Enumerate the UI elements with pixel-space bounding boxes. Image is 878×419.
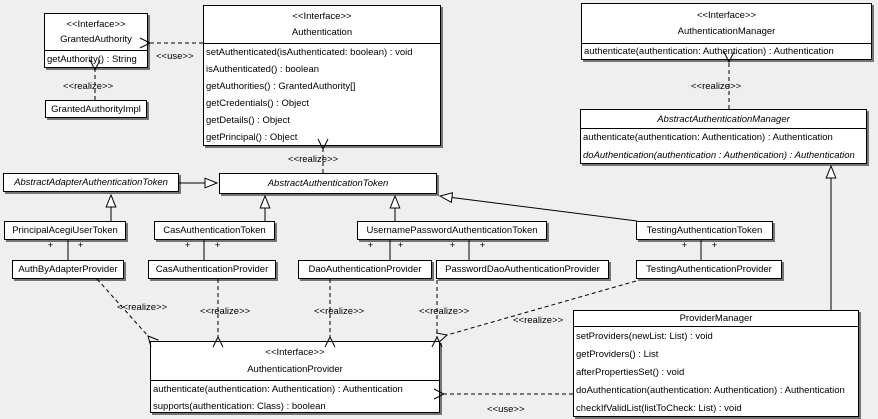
class-name: GrantedAuthorityImpl [51,103,141,115]
realize-label: <<realize>> [288,154,339,165]
class-title: <<Interface>> AuthenticationManager [582,4,871,43]
method-row: setAuthenticated(isAuthenticated: boolea… [206,47,413,58]
stereotype-label: <<Interface>> [696,9,757,21]
class-abstract-adapter-authentication-token: AbstractAdapterAuthenticationToken [3,173,179,192]
class-name: GrantedAuthority [60,34,132,46]
method-row: getAuthorities() : GrantedAuthority[] [206,81,356,92]
association-plus: + [449,240,456,251]
method-row: setProviders(newList: List) : void [576,331,713,342]
class-testing-authentication-provider: TestingAuthenticationProvider [636,260,782,279]
class-authentication-provider: <<Interface>> AuthenticationProvider aut… [150,341,440,413]
class-granted-authority: <<Interface>> GrantedAuthority getAuthor… [44,13,148,68]
class-abstract-authentication-token: AbstractAuthenticationToken [219,173,437,194]
association-plus: + [367,240,374,251]
class-name: UsernamePasswordAuthenticationToken [366,225,538,236]
realize-label: <<realize>> [513,315,564,326]
method-row: afterPropertiesSet() : void [576,367,685,378]
class-granted-authority-impl: GrantedAuthorityImpl [45,100,147,118]
realize-label: <<realize>> [419,306,470,317]
class-name: PasswordDaoAuthenticationProvider [445,264,600,275]
method-row-abstract: doAuthentication(authentication : Authen… [583,150,855,161]
method-row: isAuthenticated() : boolean [206,64,320,75]
class-name: TestingAuthenticationProvider [646,264,772,275]
method-row: doAuthentication(authentication: Authent… [576,385,845,396]
class-authentication-manager: <<Interface>> AuthenticationManager auth… [581,3,872,60]
use-label: <<use>> [487,404,525,415]
association-plus: + [681,240,688,251]
realize-label: <<realize>> [200,306,251,317]
association-plus: + [479,240,486,251]
realize-label: <<realize>> [117,302,168,313]
class-name: AuthByAdapterProvider [18,264,118,275]
association-plus: + [47,240,54,251]
class-authentication: <<Interface>> Authentication setAuthenti… [203,5,441,146]
class-name: AuthenticationProvider [247,363,343,375]
method-row: checkIfValidList(listToCheck: List) : vo… [576,403,742,414]
stereotype-label: <<Interface>> [265,347,325,359]
class-abstract-authentication-manager: AbstractAuthenticationManager authentica… [580,109,867,164]
method-row: getCredentials() : Object [206,98,309,109]
method-row: getProviders() : List [576,349,659,360]
class-dao-authentication-provider: DaoAuthenticationProvider [298,260,432,279]
class-provider-manager: ProviderManager setProviders(newList: Li… [573,310,859,417]
class-name: ProviderManager [679,313,753,324]
realize-label: <<realize>> [314,306,365,317]
class-cas-authentication-token: CasAuthenticationToken [154,221,275,240]
method-row: authenticate(authentication: Authenticat… [153,384,403,395]
class-title: <<Interface>> Authentication [204,6,440,43]
class-principal-acegi-user-token: PrincipalAcegiUserToken [4,221,126,240]
class-name: Authentication [291,27,353,38]
class-name: TestingAuthenticationToken [646,225,763,236]
realize-label: <<realize>> [691,81,742,92]
class-testing-authentication-token: TestingAuthenticationToken [636,221,773,240]
class-username-password-authentication-token: UsernamePasswordAuthenticationToken [357,221,547,240]
method-row: supports(authentication: Class) : boolea… [153,401,326,412]
class-name: AbstractAuthenticationToken [267,178,389,189]
method-row: getPrincipal() : Object [206,132,298,143]
use-label: <<use>> [156,51,194,62]
edge-generalization-testingauthenticationtoken [440,196,638,222]
method-row: authenticate(authentication: Authenticat… [583,132,833,143]
class-title: <<Interface>> AuthenticationProvider [151,342,439,380]
class-name: AbstractAuthenticationManager [657,113,790,125]
realize-label: <<realize>> [63,81,114,92]
method-row: getDetails() : Object [206,115,290,126]
class-name: CasAuthenticationProvider [155,264,269,275]
class-name: AbstractAdapterAuthenticationToken [14,177,168,188]
association-plus: + [711,240,718,251]
method-row: getAuthority() : String [47,54,137,65]
stereotype-label: <<Interface>> [66,18,126,30]
class-name: DaoAuthenticationProvider [308,264,422,275]
class-name: AuthenticationManager [677,26,776,38]
stereotype-label: <<Interface>> [292,11,352,22]
association-plus: + [77,240,84,251]
class-title: <<Interface>> GrantedAuthority [45,14,147,50]
class-name: CasAuthenticationToken [163,225,266,236]
class-password-dao-authentication-provider: PasswordDaoAuthenticationProvider [436,260,609,279]
class-name: PrincipalAcegiUserToken [12,225,118,236]
class-cas-authentication-provider: CasAuthenticationProvider [148,260,276,279]
association-plus: + [397,240,404,251]
association-plus: + [214,240,221,251]
association-plus: + [184,240,191,251]
class-auth-by-adapter-provider: AuthByAdapterProvider [12,260,124,279]
method-row: authenticate(authentication: Authenticat… [584,46,834,57]
